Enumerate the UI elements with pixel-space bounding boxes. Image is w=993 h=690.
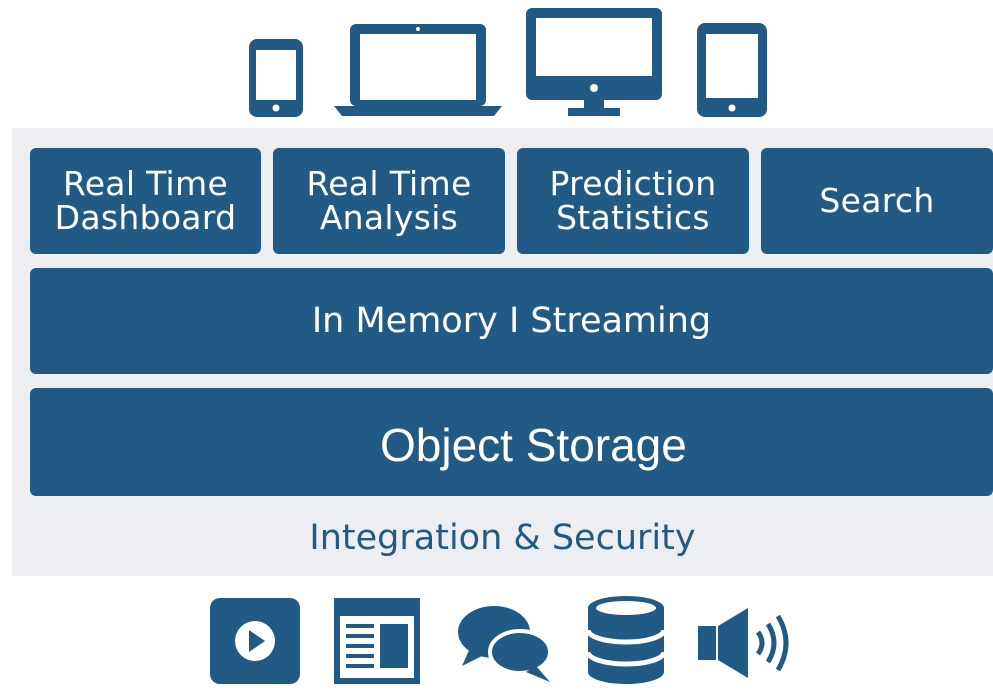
smartphone-icon <box>249 39 303 117</box>
prediction-statistics-tile: Prediction Statistics <box>517 148 749 254</box>
object-storage-layer: Object Storage <box>30 388 993 496</box>
chat-bubbles-icon <box>458 606 552 682</box>
tablet-icon <box>697 23 767 117</box>
desktop-monitor-icon <box>526 8 662 116</box>
in-memory-streaming-layer: In Memory I Streaming <box>30 268 993 374</box>
real-time-dashboard-tile: Real Time Dashboard <box>30 148 261 254</box>
integration-security-label: Integration & Security <box>309 518 696 558</box>
document-icon <box>334 598 420 684</box>
search-tile: Search <box>761 148 993 254</box>
real-time-analysis-tile: Real Time Analysis <box>273 148 505 254</box>
video-play-icon <box>210 598 300 684</box>
database-icon <box>585 596 667 684</box>
audio-speaker-icon <box>698 608 789 678</box>
laptop-icon <box>334 24 502 116</box>
